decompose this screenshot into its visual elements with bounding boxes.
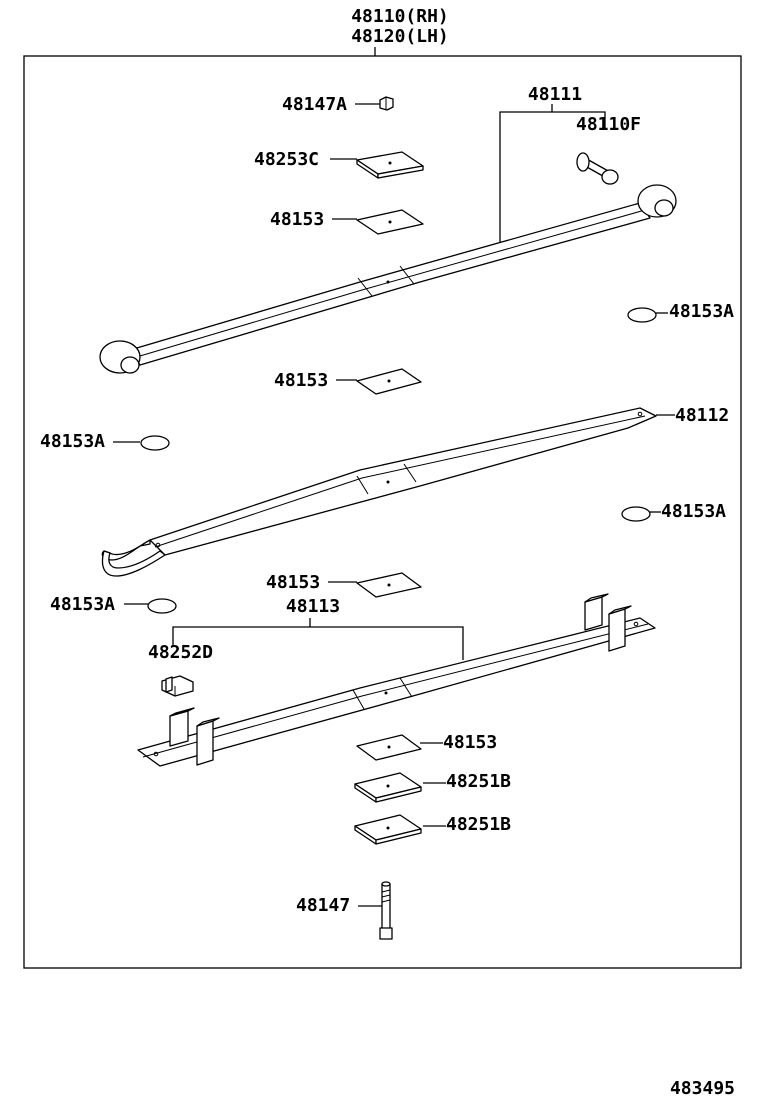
- label-48153-mid: 48153: [274, 370, 328, 391]
- label-48252D: 48252D: [148, 642, 213, 663]
- label-48251B-1: 48251B: [446, 771, 511, 792]
- clip-part: [161, 675, 194, 697]
- label-48153A-right-2: 48153A: [661, 501, 726, 522]
- label-48153-bot: 48153: [443, 732, 497, 753]
- diagram-number: 483495: [670, 1078, 735, 1099]
- label-48153-top: 48153: [270, 209, 324, 230]
- assembly-frame: [23, 55, 742, 969]
- disc-part: [140, 435, 170, 451]
- spacer-plate-part: [356, 151, 424, 179]
- second-leaf-spring-part: [101, 407, 657, 577]
- label-48251B-2: 48251B: [446, 814, 511, 835]
- spacer-plate-part: [354, 814, 422, 845]
- main-leaf-spring-part: [99, 184, 677, 374]
- disc-part: [621, 506, 651, 522]
- label-48147A: 48147A: [282, 94, 347, 115]
- label-48111: 48111: [528, 84, 582, 105]
- insulator-pad-part: [356, 572, 422, 598]
- label-48112: 48112: [675, 405, 729, 426]
- label-48153-low: 48153: [266, 572, 320, 593]
- disc-part: [627, 307, 657, 323]
- insulator-pad-part: [356, 734, 422, 761]
- label-48253C: 48253C: [254, 149, 319, 170]
- label-assembly-lh: 48120(LH): [351, 26, 449, 47]
- nut-part: [379, 96, 394, 111]
- bushing-part: [576, 152, 619, 185]
- label-48153A-left-2: 48153A: [50, 594, 115, 615]
- label-48147: 48147: [296, 895, 350, 916]
- center-bolt-part: [379, 881, 393, 940]
- third-leaf-spring-part: [137, 593, 656, 767]
- leader-48113: [172, 626, 464, 660]
- label-48113: 48113: [286, 596, 340, 617]
- label-48110F: 48110F: [576, 114, 641, 135]
- label-assembly-rh: 48110(RH): [351, 6, 449, 27]
- insulator-pad-part: [356, 209, 424, 235]
- disc-part: [147, 598, 177, 614]
- label-48153A-right-1: 48153A: [669, 301, 734, 322]
- spacer-plate-part: [354, 772, 422, 803]
- insulator-pad-part: [356, 368, 422, 395]
- label-48153A-left-1: 48153A: [40, 431, 105, 452]
